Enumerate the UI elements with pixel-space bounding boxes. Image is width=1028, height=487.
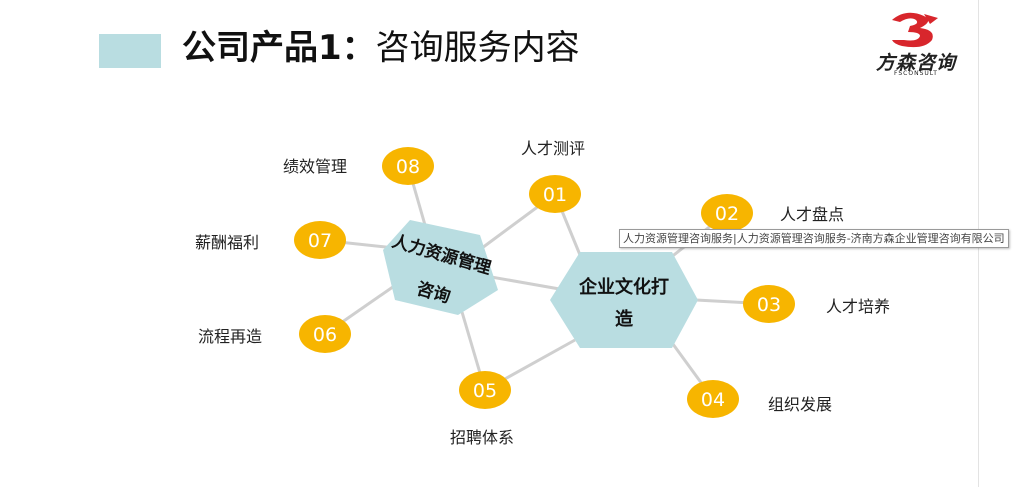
node-06: 06 [299, 315, 351, 353]
node-01: 01 [529, 175, 581, 213]
node-06-number: 06 [313, 324, 337, 346]
node-02-number: 02 [715, 203, 739, 225]
node-05-label: 招聘体系 [450, 428, 515, 447]
node-08-number: 08 [396, 156, 420, 178]
node-04-circle [687, 380, 739, 418]
hub-culture-label-1: 企业文化打 [578, 276, 669, 298]
node-01-label: 人才测评 [521, 139, 586, 158]
node-03-circle [743, 285, 795, 323]
node-04-label: 组织发展 [768, 395, 833, 414]
node-03: 03 [743, 285, 795, 323]
company-logo: 方森咨询 FSCONSULT [866, 10, 966, 78]
logo-text: 方森咨询 [875, 52, 956, 74]
node-07: 07 [294, 221, 346, 259]
title-accent-bar [99, 34, 161, 68]
node-02: 02 [701, 194, 753, 232]
node-06-circle [299, 315, 351, 353]
node-01-number: 01 [543, 184, 567, 206]
node-01-circle [529, 175, 581, 213]
node-08: 08 [382, 147, 434, 185]
node-07-number: 07 [308, 230, 332, 252]
node-02-label: 人才盘点 [780, 205, 845, 224]
node-07-label: 薪酬福利 [195, 233, 260, 252]
image-tooltip: 人力资源管理咨询服务|人力资源管理咨询服务-济南方森企业管理咨询有限公司 [619, 229, 1009, 248]
title-rest: 咨询服务内容 [375, 28, 580, 68]
node-05-number: 05 [473, 380, 497, 402]
page-title: 公司产品1：咨询服务内容 [182, 24, 580, 72]
node-06-label: 流程再造 [198, 327, 263, 346]
node-07-circle [294, 221, 346, 259]
logo-subtext: FSCONSULT [894, 70, 938, 77]
logo-mark-icon [892, 12, 938, 48]
hub-culture-label-2: 造 [615, 308, 633, 330]
hub-hr-hexagon [383, 220, 498, 315]
node-03-number: 03 [757, 294, 781, 316]
node-04-number: 04 [701, 389, 725, 411]
node-04: 04 [687, 380, 739, 418]
node-05-circle [459, 371, 511, 409]
hub-culture-hexagon [550, 252, 698, 348]
node-08-circle [382, 147, 434, 185]
node-02-circle [701, 194, 753, 232]
title-bold: 公司产品1： [182, 28, 376, 68]
node-05: 05 [459, 371, 511, 409]
node-08-label: 绩效管理 [283, 157, 348, 176]
node-03-label: 人才培养 [826, 297, 891, 316]
